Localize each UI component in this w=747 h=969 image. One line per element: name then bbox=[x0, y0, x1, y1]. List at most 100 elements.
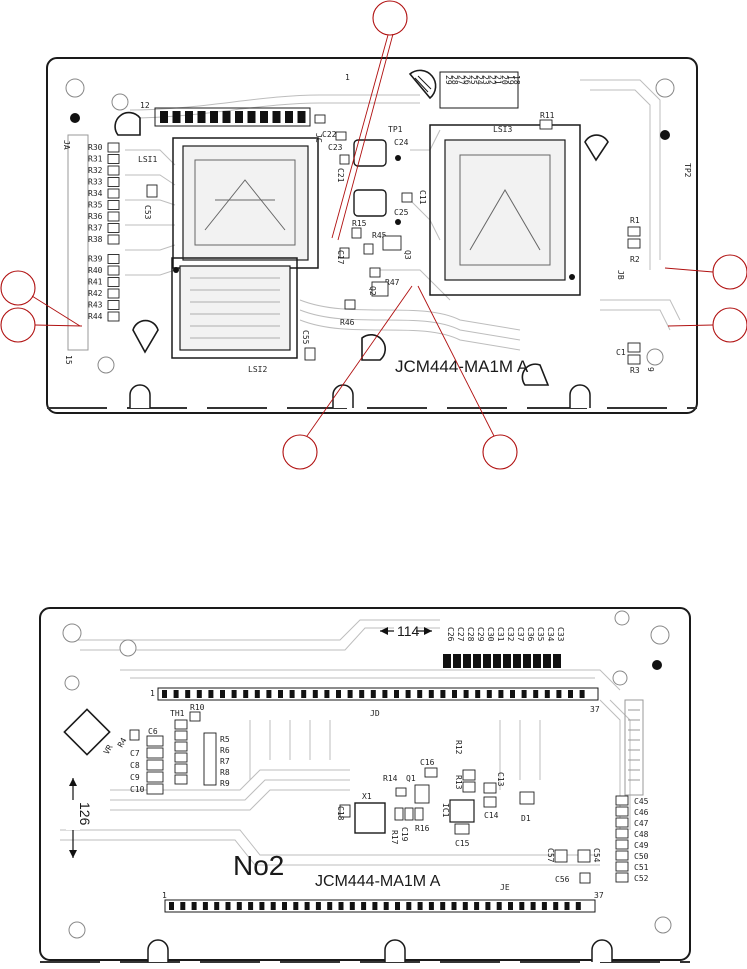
jd-pin bbox=[475, 690, 481, 698]
cap-label: C32 bbox=[506, 627, 515, 642]
callout-left-1 bbox=[0, 270, 36, 306]
jc-pad bbox=[260, 111, 268, 123]
part-c22: C22 bbox=[322, 130, 337, 139]
je-pin bbox=[372, 902, 378, 910]
resistor-pad bbox=[107, 211, 120, 222]
jd-pin bbox=[428, 690, 434, 698]
jc-pin-number: 28 bbox=[450, 75, 459, 85]
cap-pad bbox=[615, 806, 629, 817]
resistor-pad bbox=[107, 177, 120, 187]
jc-pad bbox=[210, 111, 218, 123]
jd-pin bbox=[312, 690, 318, 698]
je-pin bbox=[395, 902, 400, 910]
jd-pin bbox=[579, 690, 585, 698]
je-pin bbox=[191, 902, 197, 910]
cap-pad bbox=[523, 654, 531, 668]
resistor-pad bbox=[107, 223, 120, 233]
jc-pad bbox=[160, 111, 168, 123]
connector-ja-label: JA bbox=[62, 140, 71, 150]
cap-pad bbox=[543, 654, 551, 668]
jd-pin bbox=[521, 690, 527, 698]
part-r15: R15 bbox=[352, 219, 367, 228]
cap-label: C49 bbox=[634, 841, 649, 850]
resistor-label: R38 bbox=[88, 235, 103, 244]
je-pin bbox=[338, 902, 344, 910]
cap-pad bbox=[493, 654, 501, 668]
je-pin bbox=[282, 902, 287, 910]
cap-label: C31 bbox=[496, 627, 505, 642]
dimension-126: 126 bbox=[66, 778, 93, 858]
je-pin bbox=[180, 902, 186, 910]
part-c13: C13 bbox=[496, 772, 505, 787]
jd-pin bbox=[394, 690, 399, 698]
cap-pad bbox=[146, 783, 164, 795]
center-components: R14 Q1 C16 R12 R13 IC1 C15 C13 C14 D1 X1… bbox=[336, 740, 601, 884]
cap-label: C34 bbox=[546, 627, 555, 642]
resistor-pad bbox=[107, 265, 120, 276]
jc-pin-number: 24 bbox=[475, 75, 484, 85]
je-pin bbox=[293, 902, 299, 910]
part-r16: R16 bbox=[415, 824, 430, 833]
cap-label: C52 bbox=[634, 874, 649, 883]
part-c57: C57 bbox=[546, 848, 555, 863]
resistor-pad bbox=[107, 165, 120, 176]
connector-je-label: JE bbox=[500, 883, 510, 892]
connector-jc: 12 1 JC bbox=[140, 73, 350, 143]
je-pin bbox=[202, 902, 208, 910]
resistor-label: R33 bbox=[88, 178, 103, 187]
part-r3: R3 bbox=[630, 366, 640, 375]
cap-pad bbox=[503, 654, 511, 668]
jd-pin bbox=[382, 690, 388, 698]
cap-label: C46 bbox=[634, 808, 649, 817]
testpoint-tp1: TP1 bbox=[388, 125, 403, 134]
left-resistor-column: R30R31R32R33R34R35R36R37R38R39R40R41R42R… bbox=[88, 142, 120, 322]
cap-label: C45 bbox=[634, 797, 649, 806]
je-pin bbox=[236, 902, 242, 910]
jd-pin bbox=[533, 690, 539, 698]
je-pin bbox=[541, 902, 547, 910]
je-pin bbox=[248, 902, 254, 910]
part-c15: C15 bbox=[455, 839, 470, 848]
bottom-traces bbox=[60, 619, 631, 866]
cap-pad bbox=[146, 735, 164, 747]
resistor-pad bbox=[107, 300, 120, 310]
jd-pin bbox=[486, 690, 492, 698]
je-pin bbox=[553, 902, 559, 910]
je-pin bbox=[327, 902, 333, 910]
cap-pad bbox=[453, 654, 461, 668]
testpoint-tp2: TP2 bbox=[683, 163, 692, 178]
jd-pin bbox=[336, 690, 341, 698]
cap-pad bbox=[615, 861, 629, 872]
part-q1: Q1 bbox=[406, 774, 416, 783]
part-c23: C23 bbox=[328, 143, 343, 152]
jd-pin bbox=[162, 690, 167, 698]
part-x1: X1 bbox=[362, 792, 372, 801]
part-q2: Q2 bbox=[368, 286, 377, 296]
jc-pad bbox=[235, 111, 243, 123]
part-c53: C53 bbox=[143, 205, 152, 220]
jd-pin bbox=[510, 690, 515, 698]
cap-label: C26 bbox=[446, 627, 455, 642]
resistor-label: R9 bbox=[220, 779, 230, 788]
part-c18: C18 bbox=[336, 806, 345, 821]
cap-label: C36 bbox=[526, 627, 535, 642]
jd-pin bbox=[289, 690, 295, 698]
cap-pad bbox=[146, 771, 164, 783]
jd-pin bbox=[196, 690, 202, 698]
je-pin37: 37 bbox=[594, 891, 604, 900]
je-pin bbox=[428, 902, 434, 910]
callout-bottom-1 bbox=[282, 434, 318, 470]
part-c19: C19 bbox=[400, 827, 409, 842]
callout-top bbox=[372, 0, 408, 36]
resistor-label: R7 bbox=[220, 757, 230, 766]
jd-pin bbox=[452, 690, 457, 698]
jd-pin bbox=[568, 690, 573, 698]
cap-pad bbox=[146, 759, 164, 771]
part-r17: R17 bbox=[390, 830, 399, 845]
part-r14: R14 bbox=[383, 774, 398, 783]
part-d1: D1 bbox=[521, 814, 531, 823]
resistor-pad bbox=[107, 277, 120, 287]
jc-pin-number: 26 bbox=[463, 75, 472, 85]
